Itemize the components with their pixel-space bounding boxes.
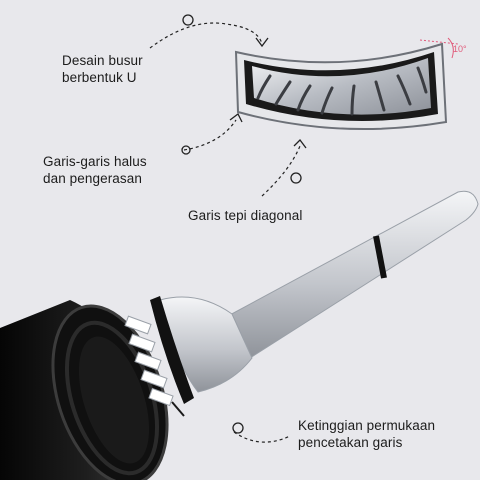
- label-u-bow-line1: Desain busur: [62, 53, 143, 68]
- dot-height: [232, 422, 244, 434]
- label-print-height: Ketinggian permukaan pencetakan garis: [298, 417, 435, 451]
- angle-label: 10°: [453, 44, 467, 54]
- dot-u-bow: [182, 14, 194, 26]
- label-fine-lines-line2: dan pengerasan: [43, 171, 142, 186]
- leader-print-height: [233, 431, 291, 443]
- dot-diagonal: [290, 172, 302, 184]
- label-diagonal-edge: Garis tepi diagonal: [188, 208, 303, 223]
- leader-diagonal-edge: [261, 145, 301, 197]
- label-print-height-line1: Ketinggian permukaan: [298, 418, 436, 433]
- label-fine-lines-line1: Garis-garis halus: [43, 154, 147, 169]
- callout-lines: [149, 22, 301, 443]
- stamp-closeup: [234, 37, 459, 131]
- label-u-bow-design: Desain busur berbentuk U: [62, 52, 143, 86]
- label-u-bow-line2: berbentuk U: [62, 70, 137, 85]
- leader-fine-lines: [183, 119, 237, 151]
- label-fine-lines: Garis-garis halus dan pengerasan: [43, 153, 147, 187]
- leader-u-bow: [149, 22, 263, 49]
- stamp-tool: [124, 190, 479, 417]
- black-container: [0, 300, 169, 480]
- label-print-height-line2: pencetakan garis: [298, 435, 403, 450]
